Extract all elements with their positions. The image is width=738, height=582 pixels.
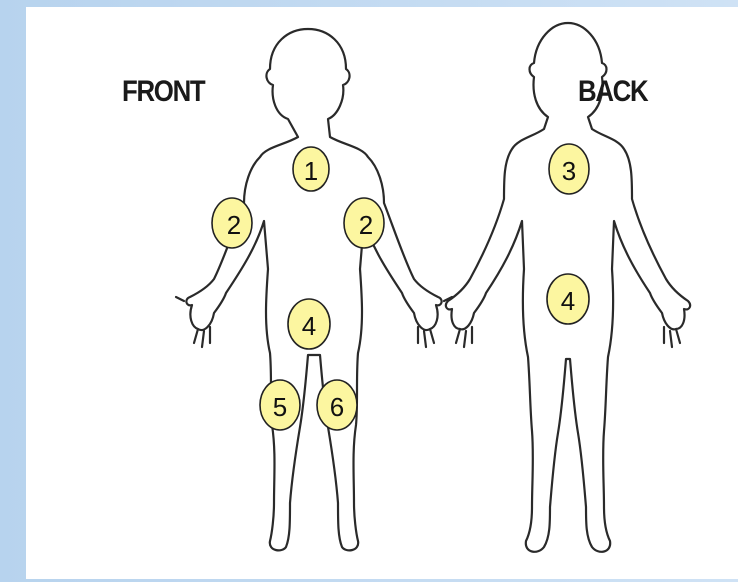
front-site-number: 5 bbox=[273, 392, 287, 422]
front-site-marker: 2 bbox=[212, 198, 252, 248]
front-site-marker: 5 bbox=[260, 380, 300, 430]
back-site-marker: 3 bbox=[549, 144, 589, 194]
front-site-marker: 6 bbox=[317, 380, 357, 430]
back-site-number: 4 bbox=[561, 286, 575, 316]
front-site-marker: 1 bbox=[293, 147, 329, 191]
body-diagram: 1 2 2 4 5 6 3 4 FRONT bbox=[26, 7, 738, 579]
back-site-marker: 4 bbox=[547, 274, 589, 324]
front-site-number: 6 bbox=[330, 392, 344, 422]
front-figure bbox=[176, 29, 452, 550]
front-site-number: 4 bbox=[302, 311, 316, 341]
front-site-number: 1 bbox=[304, 156, 318, 186]
back-site-number: 3 bbox=[562, 156, 576, 186]
front-left-hand-fingers bbox=[176, 297, 210, 347]
front-site-number: 2 bbox=[227, 210, 241, 240]
front-site-marker: 2 bbox=[344, 198, 384, 248]
front-view-label: FRONT bbox=[122, 75, 204, 109]
back-view-label: BACK bbox=[578, 75, 647, 109]
front-body-outline bbox=[186, 29, 441, 550]
front-site-number: 2 bbox=[359, 210, 373, 240]
front-site-marker: 4 bbox=[288, 299, 330, 349]
